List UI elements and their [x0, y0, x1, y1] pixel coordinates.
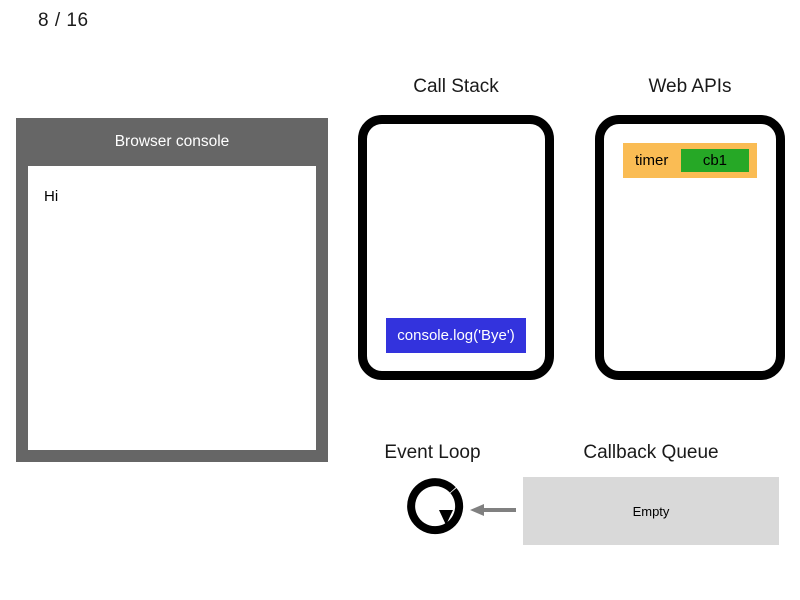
console-log-line: Hi [44, 188, 59, 205]
web-apis-box: timer cb1 [595, 115, 785, 380]
web-api-entry-name: timer [635, 152, 669, 169]
web-api-entry-timer: timer cb1 [623, 143, 757, 178]
circular-arrow-icon [405, 476, 465, 536]
arrow-left-icon [470, 503, 516, 517]
browser-console-output: Hi [28, 166, 316, 450]
call-stack-title: Call Stack [413, 76, 499, 97]
browser-console-title: Browser console [114, 133, 230, 150]
callback-queue-title: Callback Queue [583, 442, 719, 463]
callback-queue-status: Empty [632, 503, 670, 519]
browser-console-panel: Browser console Hi [16, 118, 328, 462]
callback-queue-box: Empty [523, 477, 779, 545]
web-api-entry-callback: cb1 [680, 149, 749, 172]
call-stack-frame: console.log('Bye') [386, 318, 526, 353]
slide-counter: 8 / 16 [38, 10, 89, 31]
event-loop-title: Event Loop [384, 442, 481, 463]
web-apis-title: Web APIs [648, 76, 732, 97]
call-stack-frames: console.log('Bye') [376, 133, 536, 362]
call-stack-box: console.log('Bye') [358, 115, 554, 380]
web-apis-entries: timer cb1 [613, 133, 767, 362]
